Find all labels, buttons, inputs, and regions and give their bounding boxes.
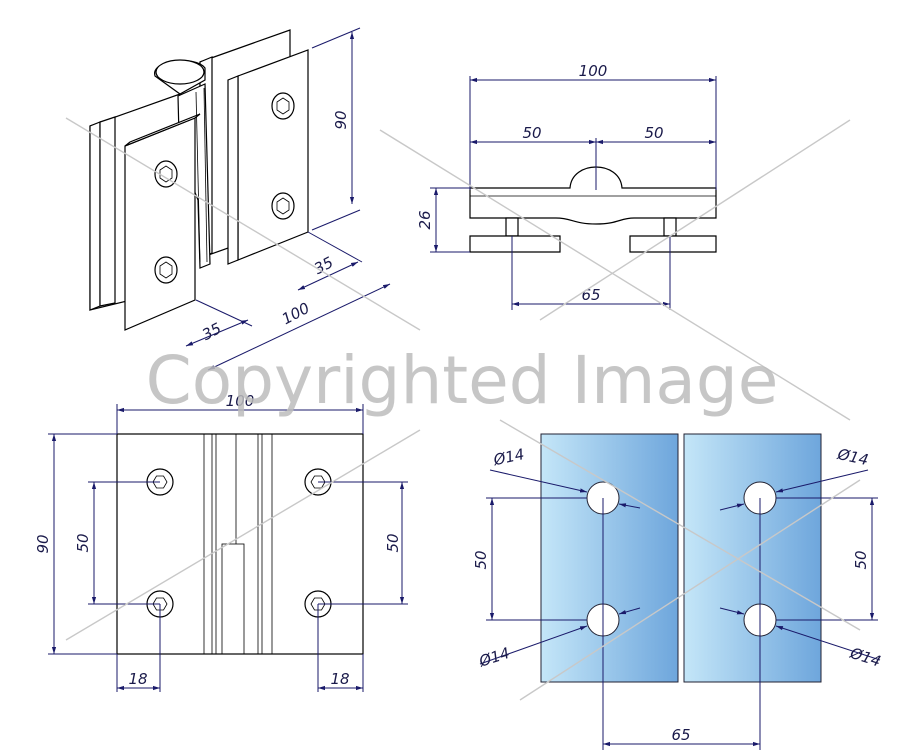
bolt-icon: [271, 92, 295, 120]
glass-panel-right: [683, 433, 822, 683]
bolt-icon: [154, 256, 178, 284]
glass-hole-tl-label: Ø14: [491, 445, 526, 469]
top-dim-half-right: 50: [644, 124, 663, 142]
glass-hole-bl-label: Ø14: [476, 644, 512, 671]
glass-dim-hole-left: 50: [472, 550, 490, 569]
front-dim-hole-right: 50: [384, 533, 402, 552]
front-dim-edge-left: 18: [128, 670, 147, 688]
glass-view: Ø14 Ø14 Ø14 Ø14 50 50 65: [472, 433, 883, 750]
front-dim-hole-left: 50: [74, 533, 92, 552]
top-dim-center: 65: [581, 286, 600, 304]
iso-dim-height: 90: [332, 110, 350, 129]
glass-hole-br-label: Ø14: [847, 644, 883, 671]
front-dim-height: 90: [34, 534, 52, 553]
glass-dim-center: 65: [671, 726, 690, 744]
watermark-text: Copyrighted Image: [146, 342, 779, 419]
front-view: 100 90 50 50 18 18: [34, 392, 408, 692]
top-view: 100 50 50 26 65: [416, 62, 717, 310]
glass-hole-tr-label: Ø14: [835, 445, 870, 469]
iso-dim-depth-left: 35: [199, 319, 224, 344]
glass-dim-hole-right: 50: [852, 550, 870, 569]
iso-dim-width: 100: [279, 299, 313, 328]
bolt-icon: [271, 192, 295, 220]
front-dim-width: 100: [226, 392, 255, 410]
top-dim-half-left: 50: [522, 124, 541, 142]
front-dim-edge-right: 18: [330, 670, 349, 688]
iso-view: 90 35 35 100: [89, 27, 391, 371]
glass-panel-left: [540, 433, 679, 683]
top-dim-total: 100: [579, 62, 608, 80]
top-dim-thickness: 26: [416, 210, 434, 229]
watermark: Copyrighted Image: [65, 117, 861, 701]
